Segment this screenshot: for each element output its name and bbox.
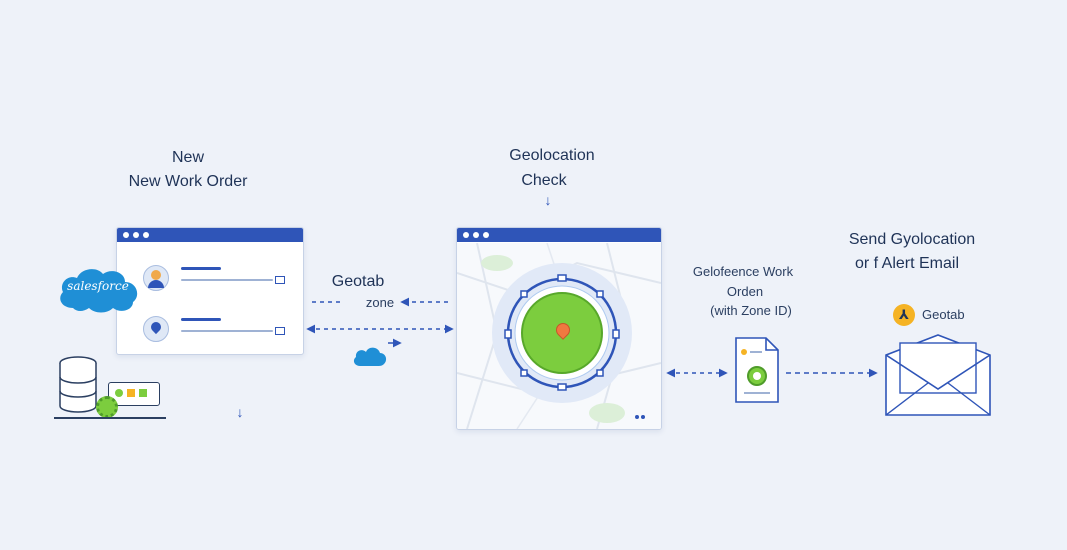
salesforce-cloud-icon	[60, 269, 138, 313]
window-dot	[483, 232, 489, 238]
window-dot	[143, 232, 149, 238]
cloud-icon	[352, 344, 388, 368]
row-marker-icon	[275, 276, 285, 284]
base-line	[54, 417, 166, 419]
stage3-label-line2: Orden	[726, 284, 764, 299]
geolocation-map-window	[456, 227, 662, 430]
geolocation-map-window-titlebar	[457, 228, 661, 242]
work-order-window-titlebar	[117, 228, 303, 242]
user-avatar-icon	[143, 265, 169, 291]
stage1-heading-line1: New	[171, 149, 204, 166]
stage2-heading-line2: Check	[521, 172, 567, 189]
row-line	[181, 318, 221, 321]
window-dot	[123, 232, 129, 238]
stage2-down-arrow: ↓	[544, 192, 552, 208]
work-order-window	[116, 227, 304, 355]
salesforce-logo-text: salesforce	[67, 279, 129, 293]
map-area[interactable]	[457, 243, 661, 429]
salesforce-logo: salesforce	[55, 262, 141, 316]
stage4-heading-line1: Send Gyolocation	[848, 231, 976, 248]
row-line	[181, 279, 273, 281]
geotab-badge: ⅄ Geotab	[893, 304, 983, 326]
window-dot	[133, 232, 139, 238]
location-pin-icon	[143, 316, 169, 342]
map-dots-icon	[635, 415, 649, 419]
stage3-label-line1: Gelofeence Work	[692, 264, 794, 279]
geotab-logo-icon: ⅄	[893, 304, 915, 326]
database-icon	[58, 356, 98, 414]
geotab-badge-text: Geotab	[922, 307, 965, 322]
row-line	[181, 330, 273, 332]
connector1-label-line2: zone	[365, 295, 395, 310]
gear-icon	[96, 396, 118, 418]
work-order-document-icon	[734, 336, 780, 404]
stage3-label-line3: (with Zone ID)	[710, 303, 792, 318]
stage1-heading-line2: New Work Order	[128, 173, 248, 190]
window-dot	[473, 232, 479, 238]
work-order-row[interactable]	[117, 302, 303, 346]
window-dot	[463, 232, 469, 238]
stage2-heading-line1: Geolocation	[509, 147, 595, 164]
stage4-heading-line2: or f Alert Email	[854, 255, 960, 272]
row-line	[181, 267, 221, 270]
work-order-row[interactable]	[117, 250, 303, 296]
map-roads	[457, 243, 661, 429]
stage1-down-arrow: ↓	[236, 404, 244, 420]
email-envelope-icon	[884, 333, 992, 417]
row-marker-icon	[275, 327, 285, 335]
connector1-label-line1: Geotab	[331, 273, 385, 290]
